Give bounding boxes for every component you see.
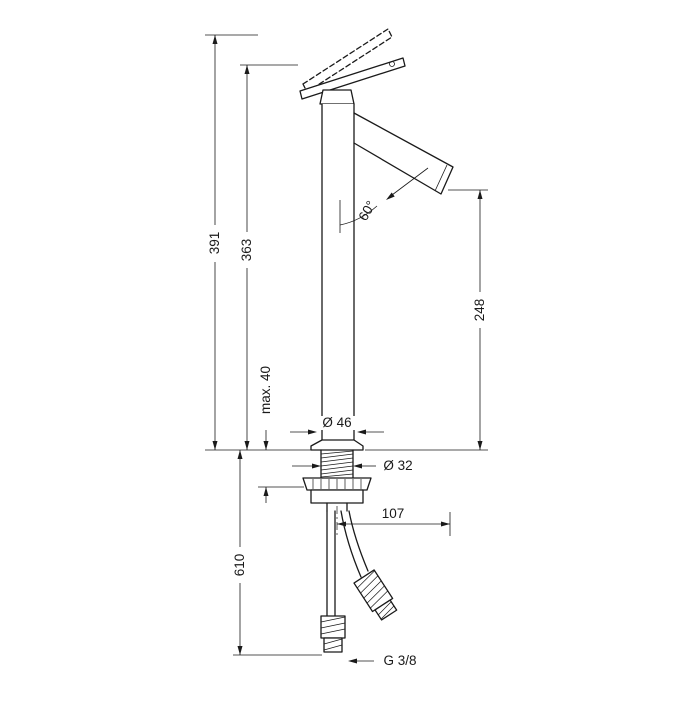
supply-hose-vertical xyxy=(320,510,346,653)
dim-363-label: 363 xyxy=(239,239,254,262)
dimension-610: 610 xyxy=(232,450,247,655)
spout-angle-label: 60° xyxy=(356,198,379,223)
dimension-max-40: max. 40 xyxy=(258,366,273,503)
faucet-cartridge-cap xyxy=(319,89,355,105)
threaded-shank xyxy=(320,449,354,479)
faucet-handle-raised-dashed xyxy=(302,28,393,93)
faucet-base xyxy=(310,439,364,451)
handle-detail-ring xyxy=(389,61,395,67)
supply-hose-angled xyxy=(340,510,398,621)
faucet-body xyxy=(310,103,364,451)
angle-arrowhead xyxy=(386,192,395,200)
dimension-248: 248 xyxy=(472,190,487,450)
dimension-363: 363 xyxy=(239,65,254,450)
faucet-spout xyxy=(353,112,454,195)
hose-connector-angled xyxy=(353,569,398,621)
dim-dia32-label: Ø 32 xyxy=(383,458,412,473)
dim-248-label: 248 xyxy=(472,299,487,322)
dimension-391: 391 xyxy=(207,35,222,450)
spout-aerator xyxy=(434,164,448,192)
dim-g38-label: G 3/8 xyxy=(383,653,416,668)
faucet-handle xyxy=(299,57,406,100)
dim-391-label: 391 xyxy=(207,232,222,255)
dimension-g38: G 3/8 xyxy=(348,653,417,668)
dimension-107: 107 xyxy=(337,506,450,527)
dimension-dia-32: Ø 32 xyxy=(292,458,413,473)
dim-107-label: 107 xyxy=(382,506,405,521)
dim-max40-label: max. 40 xyxy=(258,366,273,414)
dimension-dia-46: Ø 46 xyxy=(290,415,384,435)
extension-lines xyxy=(205,34,488,656)
dim-dia46-label: Ø 46 xyxy=(322,415,351,430)
mounting-nut xyxy=(302,477,372,512)
dim-610-label: 610 xyxy=(232,554,247,577)
